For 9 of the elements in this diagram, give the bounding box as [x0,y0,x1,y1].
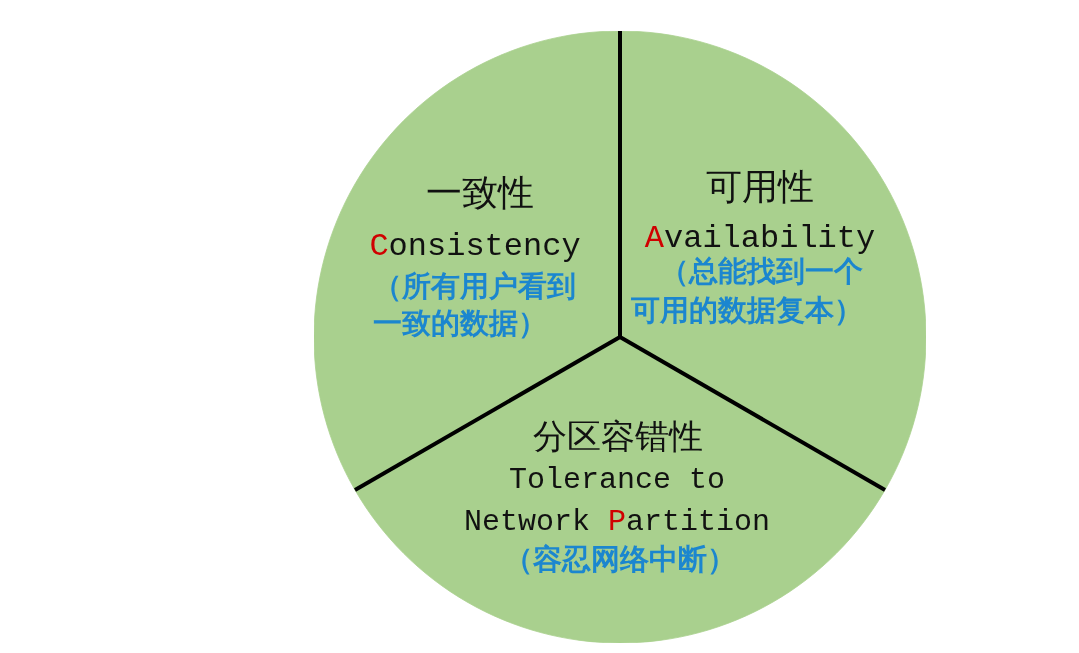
english-term: Availability [644,219,876,257]
english-term: Consistency [369,227,581,267]
description: （容忍网络中断） [504,542,736,577]
heading: 可用性 [706,165,814,209]
heading: 一致性 [426,171,534,215]
heading: 分区容错性 [533,416,703,457]
description: （总能找到一个可用的数据复本） [631,254,864,328]
description: （所有用户看到一致的数据） [373,269,577,341]
english-term: Tolerance to Network Partition [462,462,772,541]
